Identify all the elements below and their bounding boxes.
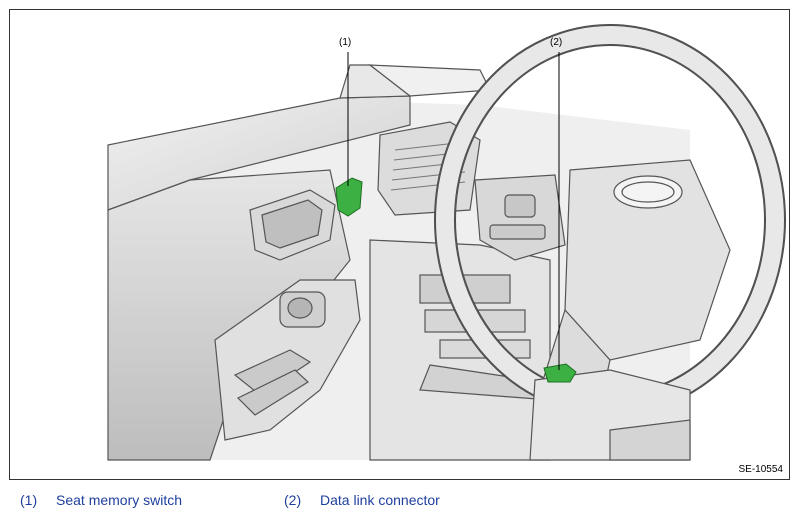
callout-2-label: (2) xyxy=(550,37,563,48)
car-interior-illustration xyxy=(107,24,786,461)
legend-item-seat-memory-switch: (1) Seat memory switch xyxy=(20,492,182,508)
legend-item-number: (1) xyxy=(20,492,38,508)
figure-frame: (1) (2) SE-10554 xyxy=(9,9,790,480)
figure-id: SE-10554 xyxy=(738,464,783,475)
legend-item-label: Data link connector xyxy=(320,492,440,508)
callout-1-label: (1) xyxy=(339,37,352,48)
legend-item-label: Seat memory switch xyxy=(56,492,183,508)
seat-memory-switch-highlight xyxy=(335,177,363,217)
data-link-connector-highlight xyxy=(543,363,577,383)
illustration-body xyxy=(107,24,786,461)
legend-item-number: (2) xyxy=(284,492,302,508)
legend-item-data-link-connector: (2) Data link connector xyxy=(284,492,440,508)
figure-legend: (1) Seat memory switch (2) Data link conne… xyxy=(0,488,802,512)
